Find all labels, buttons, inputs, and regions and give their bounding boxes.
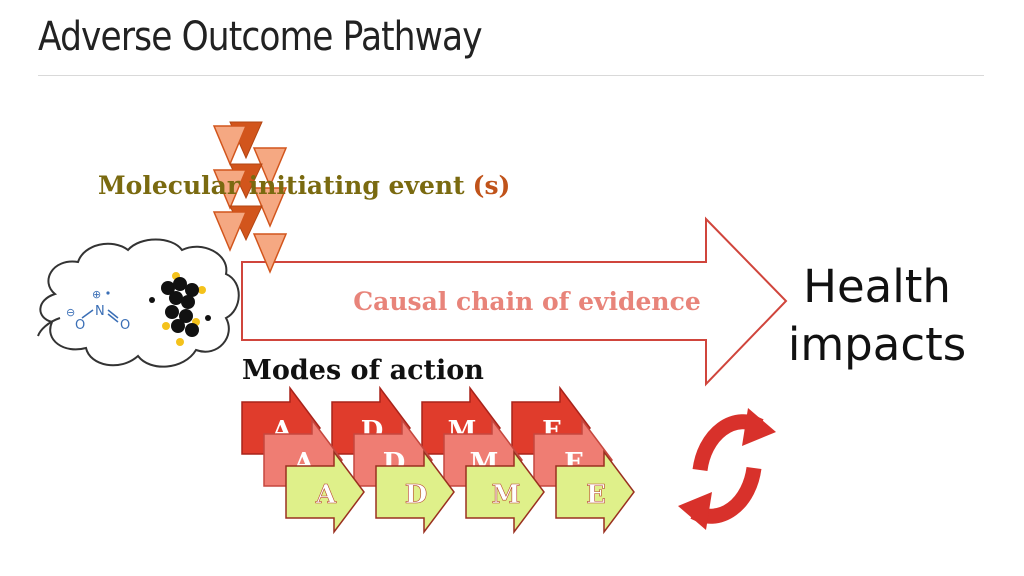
oxygen-b-label: O — [120, 318, 130, 333]
health-impacts-line1: Health — [803, 260, 951, 313]
molecular-initiating-event-label: Molecular initiating event (s) — [98, 171, 510, 200]
moa-arrow-row3-d — [375, 449, 455, 535]
health-impacts-line2: impacts — [788, 318, 966, 371]
mie-label-text: Molecular initiating event — [98, 171, 465, 200]
minus-charge-label: ⊖ — [66, 306, 75, 319]
nitro-molecule-icon: ⊖ O ⊕ N O — [66, 288, 130, 333]
causal-chain-label: Causal chain of evidence — [353, 287, 700, 316]
moa-letter-row3-a: A — [315, 480, 337, 510]
moa-arrow-row3-e — [555, 449, 635, 535]
moa-letter-row3-d: D — [405, 480, 428, 510]
slide-title: Adverse Outcome Pathway — [38, 14, 483, 60]
moa-letter-row3-m: M — [492, 480, 521, 510]
molecule-cloud — [37, 238, 240, 368]
moa-arrow-row3-m — [465, 449, 545, 535]
feedback-cycle-icon — [678, 408, 776, 530]
mie-triangle-cascade — [212, 121, 288, 274]
modes-of-action-label: Modes of action — [242, 355, 484, 386]
plus-charge-label: ⊕ — [92, 288, 101, 301]
moa-letter-row3-e: E — [586, 480, 606, 510]
nitrogen-label: N — [95, 304, 105, 319]
title-divider — [38, 75, 984, 76]
causal-chain-arrow — [241, 216, 788, 387]
particle-cluster-icon — [149, 272, 211, 346]
moa-arrow-row3-a — [285, 449, 365, 535]
oxygen-a-label: O — [75, 318, 85, 333]
mie-label-suffix: (s) — [473, 171, 511, 200]
